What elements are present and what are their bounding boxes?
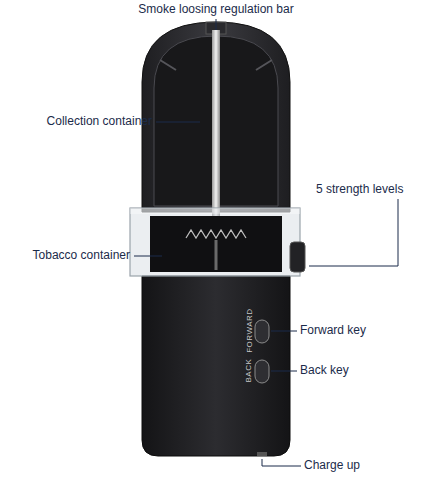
charge-port	[257, 452, 267, 456]
button-print: FORWARD	[244, 309, 253, 353]
part-label: 5 strength levels	[316, 183, 403, 197]
leader-line	[271, 371, 297, 372]
regulation-rod	[212, 30, 220, 216]
part-label: Smoke loosing regulation bar	[138, 3, 293, 17]
strength-knob	[290, 242, 305, 272]
part-label: Charge up	[304, 459, 360, 473]
button-print: BACK	[244, 359, 253, 383]
device-body	[142, 276, 290, 456]
leader-line	[262, 459, 301, 466]
leader-bracket	[309, 199, 398, 266]
part-label: Tobacco container	[33, 249, 130, 263]
spiral-teeth	[186, 230, 246, 238]
screw-shaft	[215, 240, 218, 270]
tobacco-container	[130, 208, 300, 276]
leader-line	[156, 122, 200, 123]
tobacco-chamber	[150, 216, 282, 272]
leader-line	[134, 256, 162, 257]
leader-line	[271, 331, 297, 332]
leader-line	[216, 19, 217, 30]
container-lid	[130, 208, 300, 214]
part-label: Forward key	[300, 324, 366, 338]
forward-button	[255, 320, 269, 343]
back-button	[255, 360, 269, 383]
part-label: Collection container	[47, 115, 152, 129]
part-label: Back key	[300, 364, 349, 378]
